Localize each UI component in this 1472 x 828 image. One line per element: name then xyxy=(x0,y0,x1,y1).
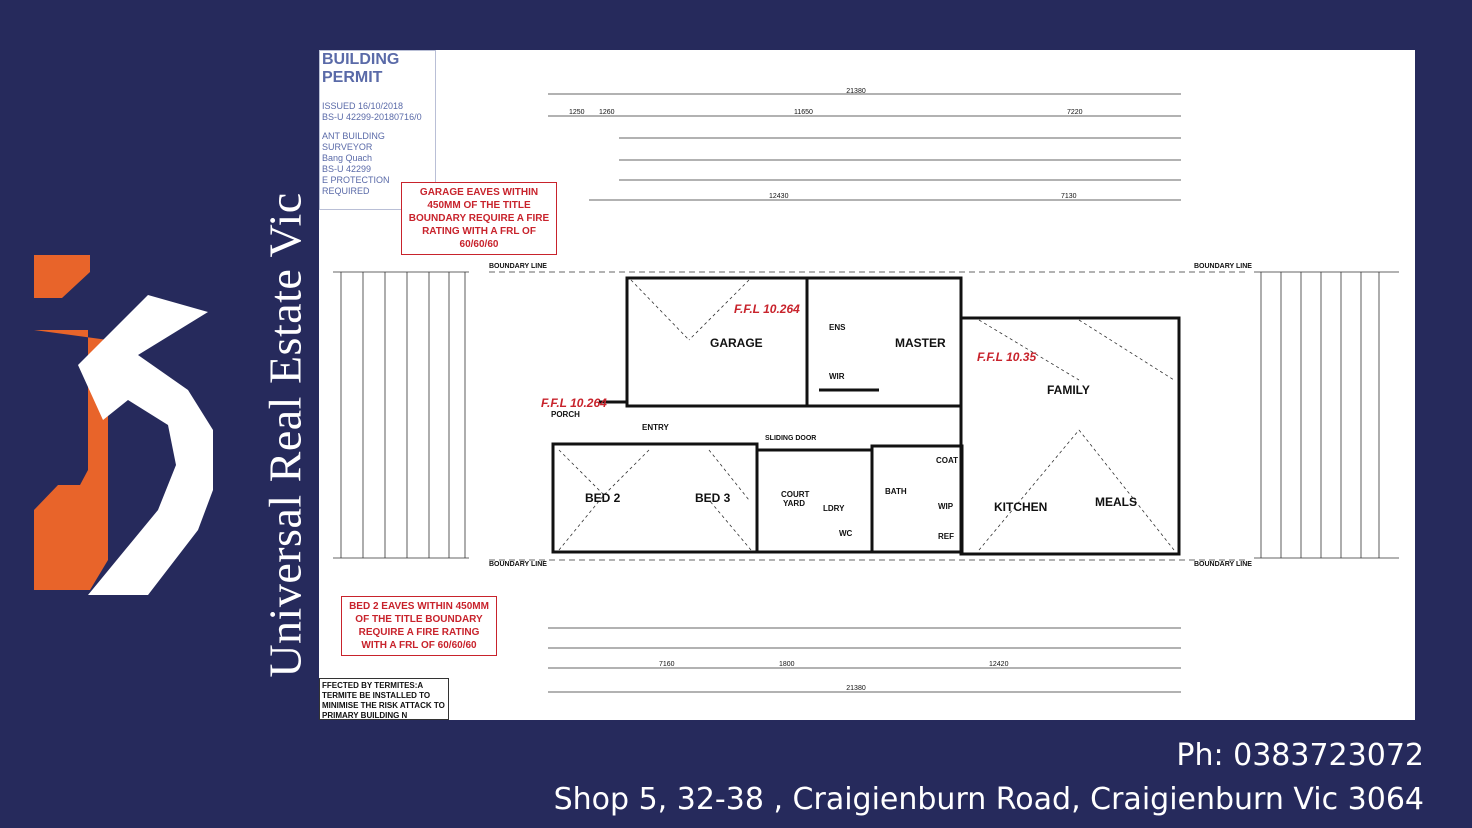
room-wir: WIR xyxy=(829,372,845,381)
permit-protection: E PROTECTION REQUIRED xyxy=(322,175,390,196)
boundary-line-top-left: BOUNDARY LINE xyxy=(489,263,547,270)
room-meals: MEALS xyxy=(1095,495,1137,509)
garage-eaves-note: GARAGE EAVES WITHIN 450MM OF THE TITLE B… xyxy=(401,182,557,255)
room-bath: BATH xyxy=(885,487,907,496)
room-bed2: BED 2 xyxy=(585,491,621,505)
boundary-line-top-right: BOUNDARY LINE xyxy=(1194,263,1252,270)
room-ref: REF xyxy=(938,532,954,541)
dim-top-12430: 12430 xyxy=(769,193,789,200)
family-floor-level: F.F.L 10.35 xyxy=(977,350,1037,364)
company-logo xyxy=(34,255,213,595)
contact-address: Shop 5, 32-38 , Craigienburn Road, Craig… xyxy=(553,782,1424,817)
room-ens: ENS xyxy=(829,323,846,332)
dim-overall-top: 21380 xyxy=(846,88,866,95)
dim-top-4: 7220 xyxy=(1067,109,1083,116)
room-wc: WC xyxy=(839,529,853,538)
room-court-yard: COURT YARD xyxy=(781,490,810,508)
room-master: MASTER xyxy=(895,336,946,350)
room-porch: PORCH xyxy=(551,410,580,419)
dim-bottom-7160: 7160 xyxy=(659,661,675,668)
dim-bottom-12420: 12420 xyxy=(989,661,1009,668)
boundary-line-bottom-right: BOUNDARY LINE xyxy=(1194,561,1252,568)
room-garage: GARAGE xyxy=(710,336,763,350)
floor-plan: 21380 21380 1250 1260 11650 7220 12430 7… xyxy=(319,50,1415,720)
room-entry: ENTRY xyxy=(642,423,669,432)
room-ldry: LDRY xyxy=(823,504,845,513)
sliding-door-label: SLIDING DOOR xyxy=(765,435,817,442)
bed2-eaves-note: BED 2 EAVES WITHIN 450MM OF THE TITLE BO… xyxy=(341,596,497,656)
dim-top-1: 1250 xyxy=(569,109,585,116)
permit-title-2: PERMIT xyxy=(322,69,383,86)
dim-overall-bottom: 21380 xyxy=(846,685,866,692)
room-coat: COAT xyxy=(936,456,959,465)
porch-floor-level: F.F.L 10.264 xyxy=(541,396,607,410)
logo-orange-top xyxy=(34,255,90,298)
room-bed3: BED 3 xyxy=(695,491,731,505)
permit-surveyor-role: ANT BUILDING SURVEYOR xyxy=(322,131,385,152)
room-wip: WIP xyxy=(938,502,954,511)
dim-top-7130: 7130 xyxy=(1061,193,1077,200)
dim-top-3: 11650 xyxy=(794,109,813,116)
termite-note: FFECTED BY TERMITES:A TERMITE BE INSTALL… xyxy=(319,678,449,720)
room-kitchen: KITCHEN xyxy=(994,500,1048,514)
dim-top-2: 1260 xyxy=(599,109,615,116)
building-permit-stamp: BUILDING PERMIT ISSUED 16/10/2018 BS-U 4… xyxy=(319,50,436,210)
brand-name: Universal Real Estate Vic xyxy=(259,192,311,678)
permit-surveyor: Bang Quach xyxy=(322,153,373,163)
logo-orange-u xyxy=(34,330,108,590)
permit-surveyor-id: BS-U 42299 xyxy=(322,164,372,174)
permit-title-1: BUILDING xyxy=(322,51,400,68)
logo-white-r xyxy=(78,295,213,595)
permit-number: BS-U 42299-20180716/0 xyxy=(322,112,422,122)
room-family: FAMILY xyxy=(1047,383,1090,397)
boundary-line-bottom-left: BOUNDARY LINE xyxy=(489,561,547,568)
floor-plan-drawing: 21380 21380 1250 1260 11650 7220 12430 7… xyxy=(333,88,1399,693)
contact-phone: Ph: 0383723072 xyxy=(1176,738,1424,773)
dim-bottom-1800: 1800 xyxy=(779,661,795,668)
permit-issued: ISSUED 16/10/2018 xyxy=(322,101,404,111)
garage-floor-level: F.F.L 10.264 xyxy=(734,302,800,316)
